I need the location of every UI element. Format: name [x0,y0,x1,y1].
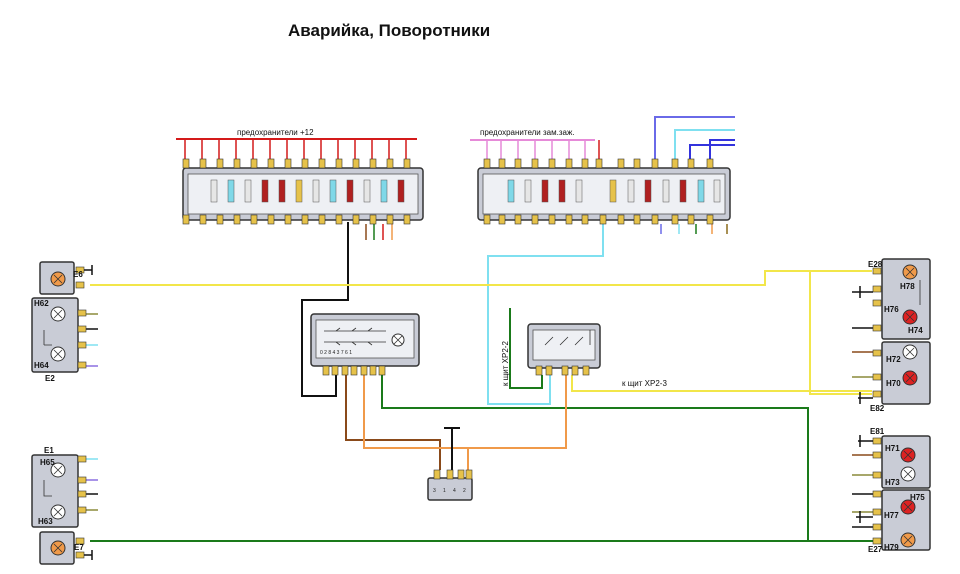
fuse-block-right-fuses [507,179,721,203]
label-h79: H79 [884,543,899,552]
label-h74: H74 [908,326,923,335]
label-e82: E82 [870,404,885,413]
relay-pin-3: 3 [433,488,436,494]
label-h78: H78 [900,282,915,291]
wires [86,116,873,542]
switch-pin-numbers: 0 2 8 4 3 7 6 1 [320,350,352,356]
turn-switch-pins [535,365,590,376]
wire-black-fuse-switch [301,222,349,397]
fuse-block-left-pins [182,158,411,225]
fuse-block-left-fuses [210,179,405,203]
label-h70: H70 [886,379,901,388]
wire-orange [363,375,567,470]
left-lamp-e2: H62 H64 E2 [31,297,87,383]
label-xp2-2: к щит ХР2-2 [501,341,510,386]
wire-green-right [381,375,809,541]
label-h65: H65 [40,458,55,467]
switch-pins [322,365,386,376]
label-h75: H75 [910,493,925,502]
wire-brown [345,375,441,470]
fuse-block-right-label: предохранители зам.заж. [480,128,575,137]
relay-pin-1: 1 [443,488,446,494]
right-lamp-e81: E81 H71 H73 [858,427,931,489]
fuse-block-left-label: предохранители +12 [237,128,314,137]
label-h76: H76 [884,305,899,314]
wire-yellow-right [571,271,872,395]
relay-pin-2: 2 [463,488,466,494]
label-e2: E2 [45,374,55,383]
diagram-title: Аварийка, Поворотники [288,21,490,40]
wire-cyan-fuse-relay [487,222,604,405]
label-h63: H63 [38,517,53,526]
wire-red-drops [184,139,407,160]
wire-black-relay [444,427,460,470]
fuse-block-left: предохранители +12 [182,128,424,225]
fuse-block-right: предохранители зам.заж. [477,128,731,225]
label-h71: H71 [885,444,900,453]
left-lamp-e7: E7 [39,531,93,565]
label-e1: E1 [44,446,54,455]
hazard-switch: 0 2 8 4 3 7 6 1 [310,313,420,376]
fuse-block-right-pins [483,158,714,225]
wire-green-xp [509,308,543,389]
right-lamp-e82: H72 H70 E82 [858,341,931,413]
label-e6: E6 [73,270,83,279]
wire-cyan-top [674,129,735,160]
label-e27: E27 [868,545,883,554]
label-h72: H72 [886,355,901,364]
left-lamp-e1: E1 H65 H63 [31,446,87,528]
turn-signal-switch: к щит ХР2-2 к щит ХР2-3 [501,323,667,388]
right-lamp-e27: H75 H77 H79 E27 [856,489,931,554]
wire-blue-top [689,139,735,160]
wire-violet-top [654,116,735,160]
label-e81: E81 [870,427,885,436]
label-h77: H77 [884,511,899,520]
label-e28: E28 [868,260,883,269]
label-e7: E7 [74,543,84,552]
wire-pink-drops [486,140,586,160]
left-lamp-e6: E6 [39,261,93,295]
right-lamp-e28: E28 H78 H76 H74 [852,258,931,340]
label-h64: H64 [34,361,49,370]
label-xp2-3: к щит ХР2-3 [622,379,667,388]
label-h62: H62 [34,299,49,308]
wire-yellow-top [90,270,872,286]
flasher-relay: 3 1 4 2 [427,469,473,501]
relay-pin-4: 4 [453,488,456,494]
label-h73: H73 [885,478,900,487]
